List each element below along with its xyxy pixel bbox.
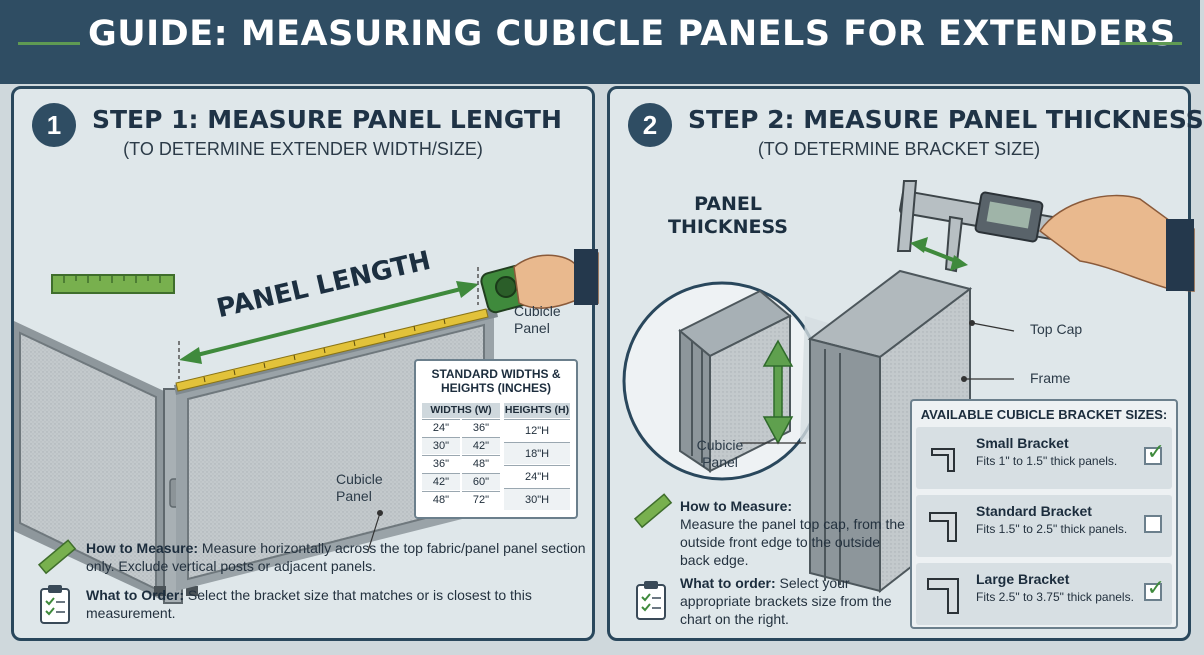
large-bracket-icon bbox=[927, 578, 959, 614]
check-icon: ✓ bbox=[1146, 575, 1165, 600]
cubicle-panel-label-bottom: Cubicle Panel bbox=[336, 471, 383, 504]
bracket-checkbox-large[interactable] bbox=[1144, 583, 1162, 601]
bracket-name: Large Bracket bbox=[976, 571, 1070, 587]
ruler-small-icon bbox=[633, 493, 673, 529]
table-cell: 30" bbox=[422, 437, 460, 454]
what-to-order-note: What to order: Select your appropriate b… bbox=[680, 574, 905, 628]
bracket-sizes-chart: AVAILABLE CUBICLE BRACKET SIZES: Small B… bbox=[910, 399, 1178, 629]
table-cell: 12"H bbox=[504, 419, 570, 441]
step-1-number-badge: 1 bbox=[32, 103, 76, 147]
table-cell: 36" bbox=[422, 455, 460, 472]
table-cell: 18"H bbox=[504, 442, 570, 464]
widths-column-header: WIDTHS (W) bbox=[422, 403, 500, 418]
caliper-width-arrow bbox=[910, 237, 968, 271]
small-bracket-icon bbox=[931, 448, 955, 472]
step-1-subtitle: (TO DETERMINE EXTENDER WIDTH/SIZE) bbox=[123, 139, 483, 159]
table-cell: 36" bbox=[462, 419, 500, 436]
bracket-sizes-title: AVAILABLE CUBICLE BRACKET SIZES: bbox=[920, 407, 1168, 422]
how-to-measure-label: How to Measure: bbox=[86, 540, 199, 556]
table-cell: 60" bbox=[462, 473, 500, 490]
step-1-title: STEP 1: MEASURE PANEL LENGTH bbox=[92, 105, 562, 134]
table-cell: 24" bbox=[422, 419, 460, 436]
what-to-order-label: What to Order: bbox=[86, 587, 184, 603]
check-icon: ✓ bbox=[1146, 439, 1165, 464]
cubicle-panel-label: Cubicie Panel bbox=[696, 437, 744, 470]
what-to-order-text: Select your appropriate brackets size fr… bbox=[680, 575, 892, 627]
step-2-number-badge: 2 bbox=[628, 103, 672, 147]
page-title: GUIDE: MEASURING CUBICLE PANELS FOR EXTE… bbox=[88, 14, 1176, 54]
step-2-panel: 2 STEP 2: MEASURE PANEL THICKNESS (TO DE… bbox=[607, 86, 1204, 641]
cubicle-panel-label-top: Cubicle Panel bbox=[514, 303, 561, 336]
header-banner: GUIDE: MEASURING CUBICLE PANELS FOR EXTE… bbox=[0, 0, 1200, 84]
heights-column-header: HEIGHTS (H) bbox=[504, 403, 570, 418]
how-to-measure-text: Measure horizontally across the top fabr… bbox=[86, 540, 586, 574]
panel-thickness-label: PANEL THICKNESS bbox=[668, 193, 788, 238]
how-to-measure-text: Measure the panel top cap, from the outs… bbox=[680, 516, 905, 568]
bracket-checkbox-small[interactable] bbox=[1144, 447, 1162, 465]
bracket-description: Fits 1" to 1.5" thick panels. bbox=[976, 454, 1118, 468]
how-to-measure-note: How to Measure: Measure the panel top ca… bbox=[680, 497, 905, 569]
what-to-order-text: Select the bracket size that matches or … bbox=[86, 587, 532, 621]
what-to-order-note: What to Order: Select the bracket size t… bbox=[86, 586, 566, 622]
bracket-name: Small Bracket bbox=[976, 435, 1069, 451]
bracket-row-standard: Standard Bracket Fits 1.5" to 2.5" thick… bbox=[916, 495, 1172, 557]
clipboard-icon bbox=[636, 581, 666, 620]
left-cubicle-panel-drawing bbox=[14, 321, 164, 601]
bracket-name: Standard Bracket bbox=[976, 503, 1092, 519]
measuring-tape bbox=[175, 249, 599, 392]
table-cell: 42" bbox=[422, 473, 460, 490]
header-rule-left bbox=[18, 42, 80, 45]
thickness-arrow bbox=[762, 339, 794, 445]
ruler-small-icon bbox=[37, 539, 77, 575]
how-to-measure-label: How to Measure: bbox=[680, 498, 793, 514]
table-cell: 30"H bbox=[504, 488, 570, 510]
bracket-description: Fits 2.5" to 3.75" thick panels. bbox=[976, 590, 1134, 604]
bracket-row-small: Small Bracket Fits 1" to 1.5" thick pane… bbox=[916, 427, 1172, 489]
frame-label: Frame bbox=[1030, 370, 1071, 386]
table-cell: 72" bbox=[462, 491, 500, 508]
step-1-panel: 1 STEP 1: MEASURE PANEL LENGTH (TO DETER… bbox=[11, 86, 599, 641]
caliper-tool bbox=[896, 180, 1195, 292]
table-cell: 24"H bbox=[504, 465, 570, 487]
bracket-description: Fits 1.5" to 2.5" thick panels. bbox=[976, 522, 1128, 536]
how-to-measure-note: How to Measure: Measure horizontally acr… bbox=[86, 539, 586, 575]
ruler-icon bbox=[51, 274, 175, 294]
bracket-row-large: Large Bracket Fits 2.5" to 3.75" thick p… bbox=[916, 563, 1172, 625]
header-rule-right bbox=[1120, 42, 1182, 45]
table-cell: 48" bbox=[462, 455, 500, 472]
standard-bracket-icon bbox=[929, 512, 957, 542]
what-to-order-label: What to order: bbox=[680, 575, 776, 591]
standard-sizes-table-title: STANDARD WIDTHS & HEIGHTS (INCHES) bbox=[431, 367, 561, 395]
table-cell: 42" bbox=[462, 437, 500, 454]
table-cell: 48" bbox=[422, 491, 460, 508]
length-arrow bbox=[179, 281, 479, 364]
step-2-title: STEP 2: MEASURE PANEL THICKNESS bbox=[688, 105, 1204, 134]
bracket-checkbox-standard[interactable] bbox=[1144, 515, 1162, 533]
clipboard-icon bbox=[40, 585, 70, 624]
standard-sizes-table: STANDARD WIDTHS & HEIGHTS (INCHES) WIDTH… bbox=[414, 359, 578, 519]
step-2-subtitle: (TO DETERMINE BRACKET SIZE) bbox=[757, 139, 1041, 159]
top-cap-label: Top Cap bbox=[1030, 321, 1083, 337]
